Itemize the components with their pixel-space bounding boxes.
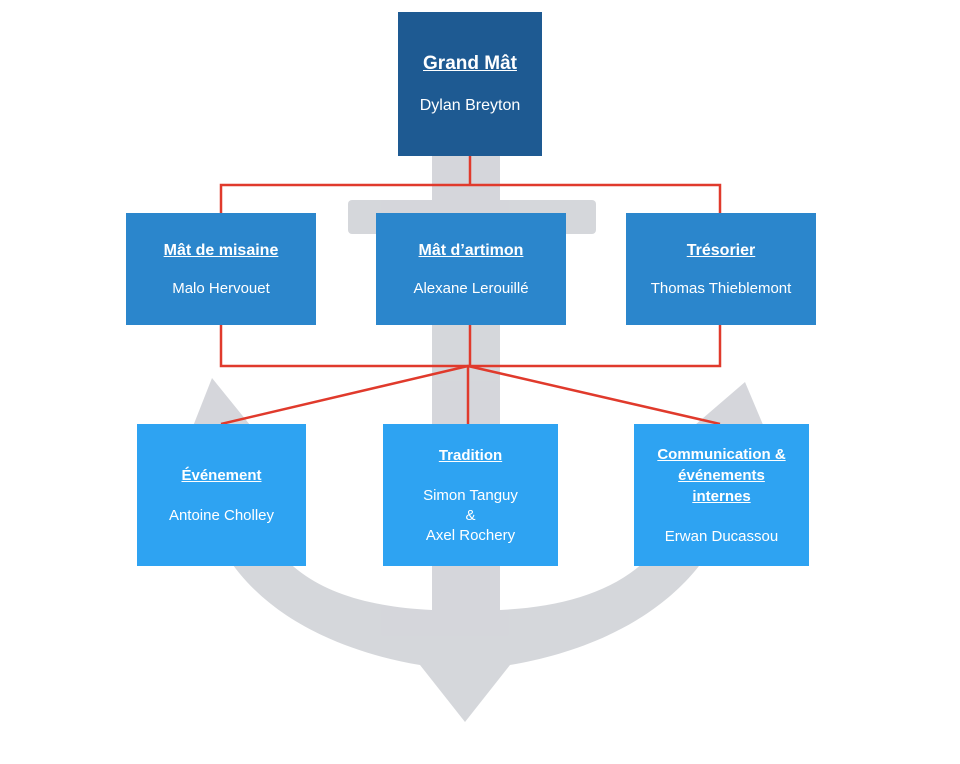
grand-mat-title: Grand Mât bbox=[423, 53, 517, 74]
mat-d-artimon-title: Mât d’artimon bbox=[418, 241, 524, 259]
tresorier-title: Trésorier bbox=[686, 241, 756, 259]
mat-d-artimon-box: Mât d’artimon Alexane Lerouillé bbox=[376, 213, 566, 325]
tresorier-name: Thomas Thieblemont bbox=[650, 279, 792, 297]
tradition-names: Simon Tanguy & Axel Rochery bbox=[423, 486, 518, 546]
connector-to-communication bbox=[467, 364, 721, 426]
mat-de-misaine-box: Mât de misaine Malo Hervouet bbox=[126, 213, 316, 325]
tresorier-box: Trésorier Thomas Thieblemont bbox=[626, 213, 816, 325]
communication-box: Communication & événements internes Erwa… bbox=[634, 424, 809, 566]
connector-to-evenement bbox=[220, 364, 469, 426]
mat-d-artimon-name: Alexane Lerouillé bbox=[413, 279, 529, 297]
tradition-name-1: Simon Tanguy bbox=[423, 486, 518, 504]
communication-title-line-2: événements bbox=[678, 466, 765, 484]
connector-top-to-middle bbox=[219, 183, 722, 213]
tradition-box: Tradition Simon Tanguy & Axel Rochery bbox=[383, 424, 558, 566]
tradition-title: Tradition bbox=[438, 446, 503, 464]
tradition-ampersand: & bbox=[465, 506, 476, 524]
grand-mat-box: Grand Mât Dylan Breyton bbox=[398, 12, 542, 156]
communication-title-line-3: internes bbox=[692, 487, 751, 505]
evenement-name: Antoine Cholley bbox=[168, 506, 275, 524]
mat-de-misaine-title: Mât de misaine bbox=[163, 241, 279, 259]
communication-name: Erwan Ducassou bbox=[664, 527, 779, 545]
evenement-box: Événement Antoine Cholley bbox=[137, 424, 306, 566]
evenement-title: Événement bbox=[181, 466, 262, 484]
mat-de-misaine-name: Malo Hervouet bbox=[172, 279, 270, 297]
communication-title-line-1: Communication & bbox=[657, 445, 786, 463]
tradition-name-2: Axel Rochery bbox=[425, 526, 516, 544]
communication-title: Communication & événements internes bbox=[657, 444, 785, 507]
grand-mat-name: Dylan Breyton bbox=[419, 97, 521, 114]
